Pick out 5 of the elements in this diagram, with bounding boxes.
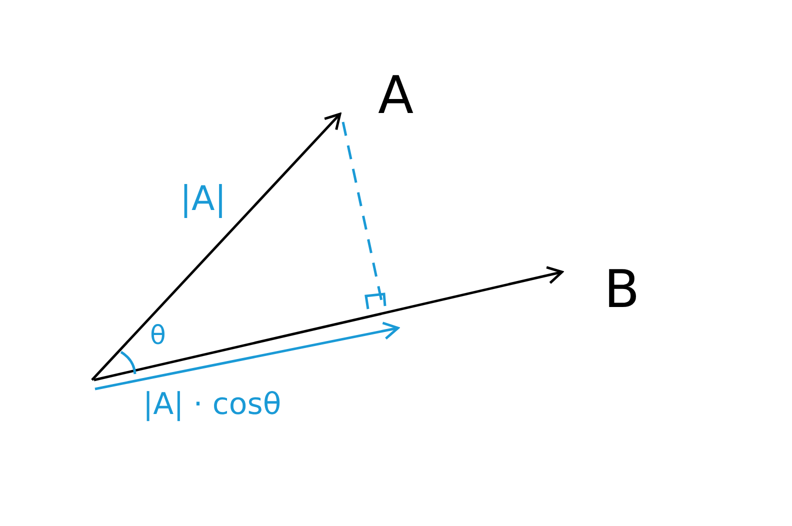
vector-name: B [604,264,640,316]
angle-label: θ [150,323,166,349]
formula-label: |A| · cosθ [143,390,282,420]
vector-name: A [378,70,414,122]
formula-label: |A| [180,182,226,216]
